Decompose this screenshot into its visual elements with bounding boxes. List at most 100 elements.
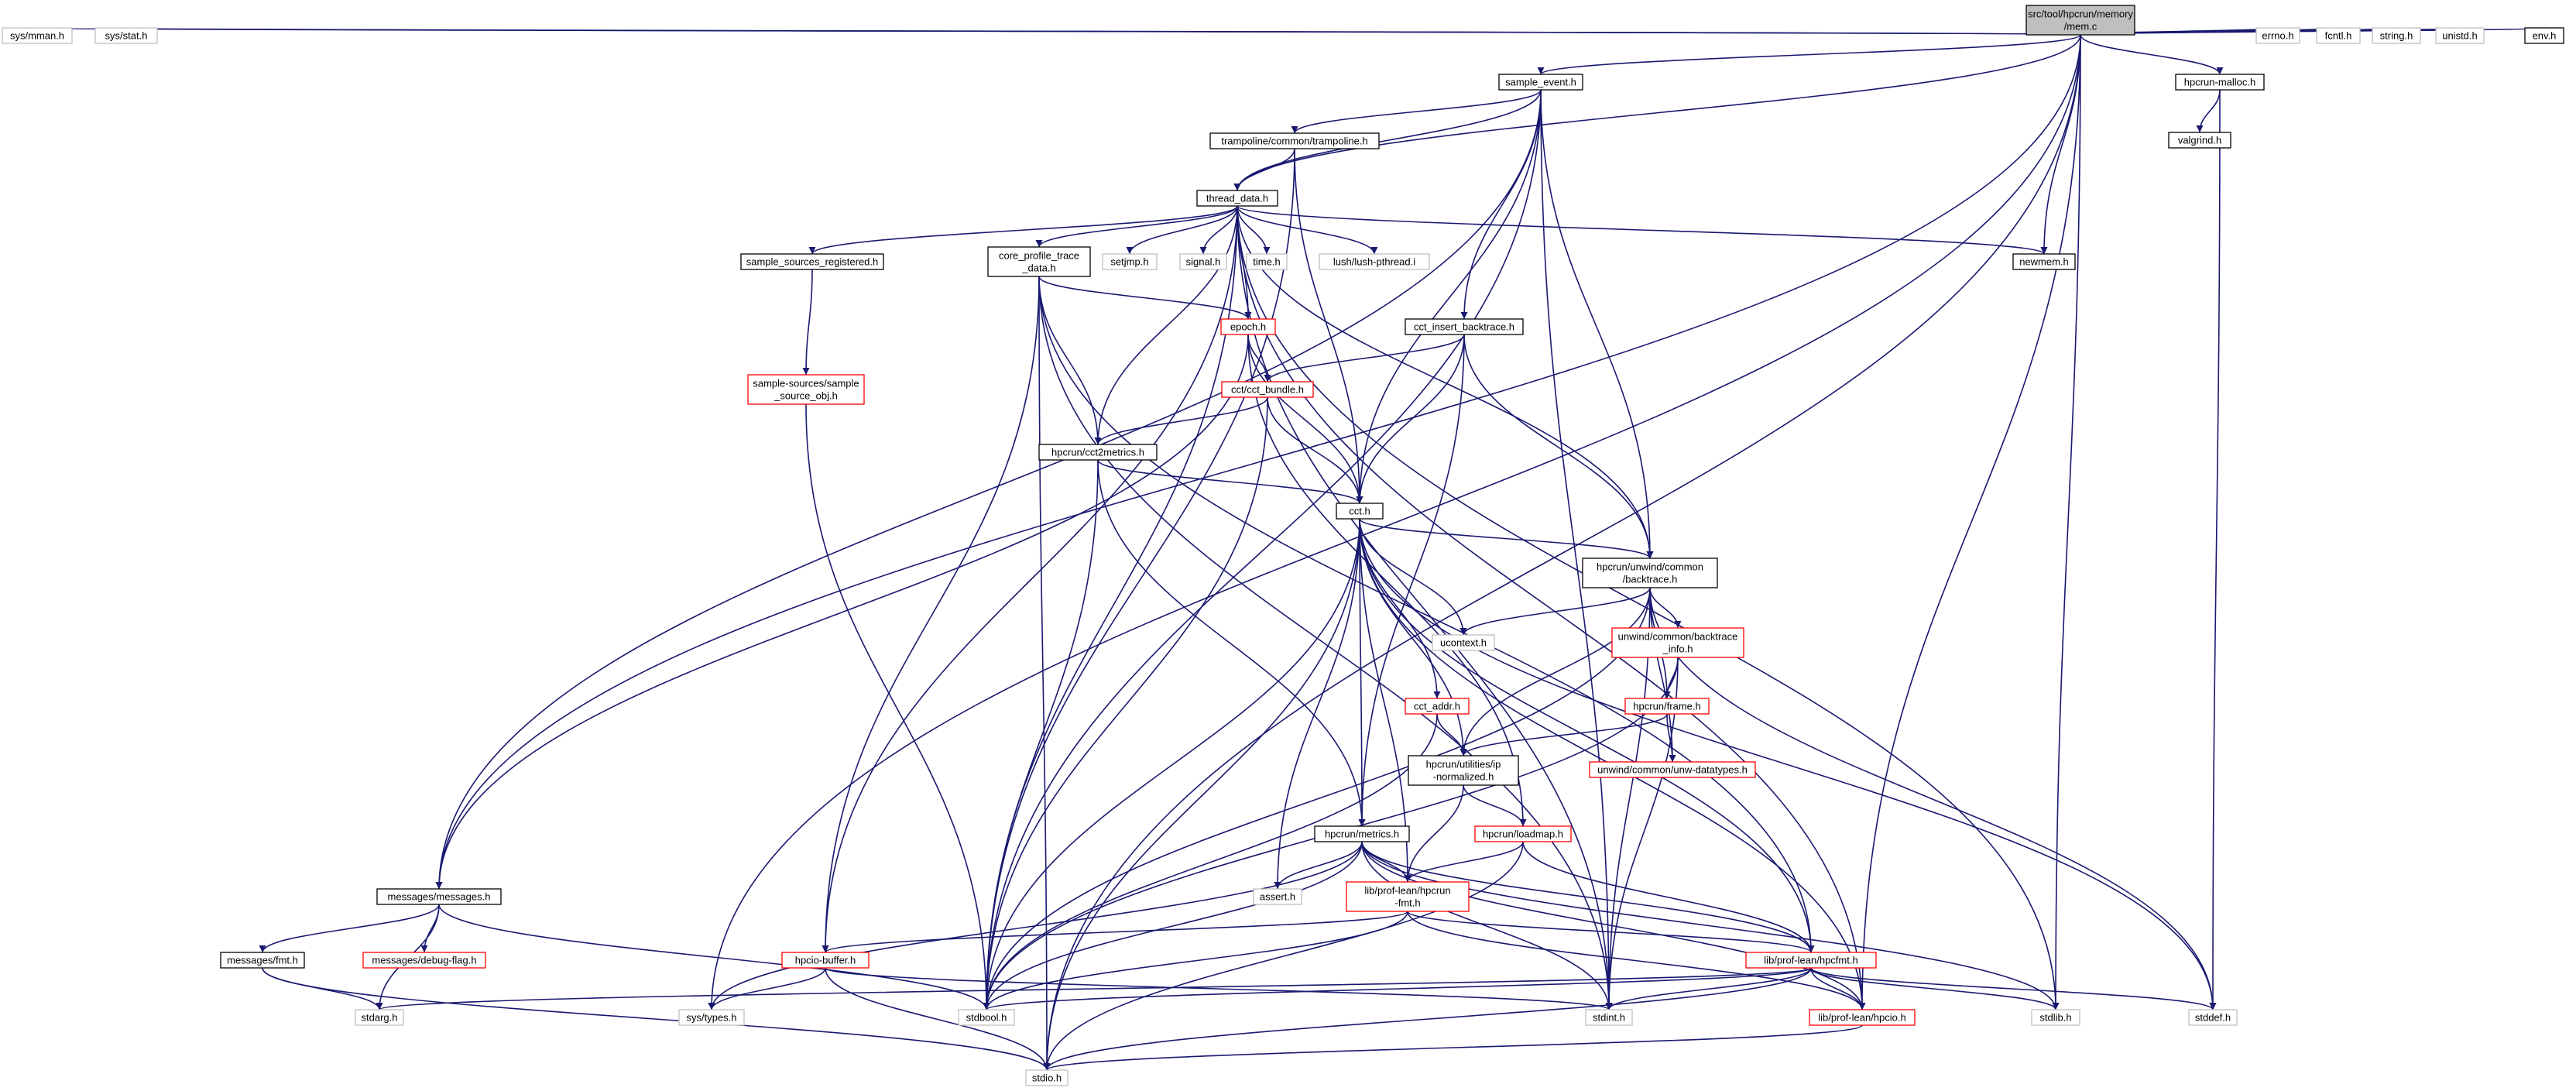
edge-ssr-to-sso — [802, 269, 813, 376]
node-cct-addr[interactable]: cct_addr.h — [1405, 698, 1470, 715]
node-label: hpcrun/utilities/ip — [1426, 759, 1501, 770]
node-trampoline[interactable]: trampoline/common/trampoline.h — [1209, 132, 1380, 149]
node-box — [2175, 74, 2265, 91]
node-label: cct/cct_bundle.h — [1231, 384, 1304, 396]
node-bt-info[interactable]: unwind/common/backtrace_info.h — [1611, 627, 1744, 658]
node-label: stdbool.h — [966, 1012, 1007, 1024]
node-box — [678, 1009, 745, 1026]
node-cct2metrics[interactable]: hpcrun/cct2metrics.h — [1038, 444, 1158, 461]
node-label: signal.h — [1186, 256, 1221, 268]
node-env[interactable]: env.h — [2524, 27, 2564, 44]
node-fcntl: fcntl.h — [2316, 27, 2361, 44]
edge-mem-to-messages — [435, 34, 2081, 890]
node-cct[interactable]: cct.h — [1336, 503, 1384, 520]
edge-msg_fmt-to-stdio — [262, 967, 1051, 1071]
edge-thread_data-to-setjmp — [1126, 205, 1238, 255]
node-label: /mem.c — [2064, 21, 2098, 33]
edge-cct_addr-to-ip_norm — [1436, 713, 1467, 756]
edge-hpcfmt-to-stddef — [1810, 967, 2217, 1010]
node-label: _data.h — [1021, 262, 1055, 274]
edge-metrics-to-stdint — [1361, 841, 1613, 1010]
node-ip-norm[interactable]: hpcrun/utilities/ip-normalized.h — [1408, 755, 1519, 786]
node-label: time.h — [1253, 256, 1280, 268]
edge-hpcio_buf-to-stdint — [825, 967, 1613, 1010]
node-label: messages/debug-flag.h — [372, 955, 476, 966]
edge-metrics-to-systypes — [708, 841, 1363, 1010]
edge-cct-to-stdbool — [983, 518, 1360, 1010]
node-newmem[interactable]: newmem.h — [2012, 253, 2076, 270]
node-thread-data[interactable]: thread_data.h — [1196, 190, 1278, 207]
node-label: lib/prof-lean/hpcfmt.h — [1764, 955, 1857, 966]
edge-bt_info-to-stdint — [1605, 657, 1679, 1010]
node-msg-fmt[interactable]: messages/fmt.h — [220, 952, 305, 969]
node-cptd[interactable]: core_profile_trace_data.h — [987, 246, 1091, 277]
node-label: env.h — [2533, 30, 2557, 42]
node-hpcio[interactable]: lib/prof-lean/hpcio.h — [1809, 1009, 1916, 1026]
node-mem[interactable]: src/tool/hpcrun/memory/mem.c — [2025, 5, 2135, 36]
node-frame[interactable]: hpcrun/frame.h — [1624, 698, 1710, 715]
edge-cct_bundle-to-cct — [1267, 396, 1363, 504]
node-sysstat: sys/stat.h — [94, 27, 158, 44]
node-label: lush/lush-pthread.i — [1333, 256, 1415, 268]
node-debug-flag[interactable]: messages/debug-flag.h — [362, 952, 486, 969]
node-messages[interactable]: messages/messages.h — [376, 888, 502, 905]
node-label: stdio.h — [1032, 1072, 1062, 1084]
node-label: fcntl.h — [2325, 30, 2352, 42]
node-metrics[interactable]: hpcrun/metrics.h — [1314, 825, 1410, 842]
node-box — [1196, 190, 1278, 207]
node-label: core_profile_trace — [999, 250, 1079, 262]
node-label: errno.h — [2262, 30, 2293, 42]
node-loadmap[interactable]: hpcrun/loadmap.h — [1474, 825, 1572, 842]
node-label: thread_data.h — [1206, 193, 1268, 204]
node-valgrind[interactable]: valgrind.h — [2168, 132, 2231, 149]
node-box — [2188, 1009, 2238, 1026]
node-ssr[interactable]: sample_sources_registered.h — [740, 253, 884, 270]
edge-cptd-to-stdint — [1038, 276, 1613, 1010]
node-hpcrun-fmt[interactable]: lib/prof-lean/hpcrun-fmt.h — [1346, 881, 1470, 912]
node-cct-ib[interactable]: cct_insert_backtrace.h — [1405, 318, 1524, 335]
node-hpcio-buf[interactable]: hpcio-buffer.h — [781, 952, 870, 969]
node-box — [1624, 698, 1710, 715]
edge-cptd-to-hpcfmt — [1038, 276, 1815, 953]
node-box — [1038, 444, 1158, 461]
node-box — [1809, 1009, 1916, 1026]
node-box — [1582, 558, 1718, 588]
edge-metrics-to-hpcio — [1361, 841, 1866, 1010]
node-label: valgrind.h — [2178, 135, 2221, 146]
node-stddef: stddef.h — [2188, 1009, 2238, 1026]
node-sample-event[interactable]: sample_event.h — [1498, 74, 1583, 91]
node-box — [1246, 253, 1288, 270]
node-label: string.h — [2380, 30, 2413, 42]
node-epoch[interactable]: epoch.h — [1220, 318, 1276, 335]
node-label: lib/prof-lean/hpcrun — [1364, 885, 1450, 897]
node-cct-bundle[interactable]: cct/cct_bundle.h — [1221, 381, 1314, 398]
node-signal: signal.h — [1179, 253, 1227, 270]
node-label: -fmt.h — [1394, 897, 1420, 909]
node-box — [2316, 27, 2361, 44]
edge-cct2metrics-to-metrics — [1097, 459, 1366, 827]
edge-epoch-to-messages — [435, 334, 1249, 890]
edge-cct-to-stdio — [1043, 518, 1360, 1071]
node-sso[interactable]: sample-sources/sample_source_obj.h — [747, 374, 865, 405]
edge-thread_data-to-stdlib — [1237, 205, 2060, 1010]
edge-backtrace-to-stdint — [1605, 587, 1651, 1010]
edge-loadmap-to-hpcfmt — [1522, 841, 1815, 953]
node-label: sys/mman.h — [10, 30, 64, 42]
node-unw-dt[interactable]: unwind/common/unw-datatypes.h — [1589, 761, 1756, 778]
edge-loadmap-to-stdio — [1043, 841, 1524, 1071]
edge-sso-to-stdbool — [805, 403, 990, 1010]
edge-thread_data-to-hpcio_buf — [822, 205, 1238, 953]
node-box — [376, 888, 502, 905]
node-stdlib: stdlib.h — [2031, 1009, 2080, 1026]
edge-hpcio-to-stdio — [1043, 1024, 1863, 1071]
node-box — [1253, 888, 1302, 905]
edge-cct_bundle-to-cct2metrics — [1094, 396, 1268, 445]
node-hpcrun-malloc[interactable]: hpcrun-malloc.h — [2175, 74, 2265, 91]
node-ucontext: ucontext.h — [1432, 634, 1495, 651]
node-backtrace[interactable]: hpcrun/unwind/common/backtrace.h — [1582, 558, 1718, 588]
node-box — [2524, 27, 2564, 44]
edge-cptd-to-stdio — [1038, 276, 1051, 1071]
node-box — [2372, 27, 2421, 44]
node-hpcfmt[interactable]: lib/prof-lean/hpcfmt.h — [1745, 952, 1877, 969]
node-label: src/tool/hpcrun/memory — [2028, 9, 2133, 20]
